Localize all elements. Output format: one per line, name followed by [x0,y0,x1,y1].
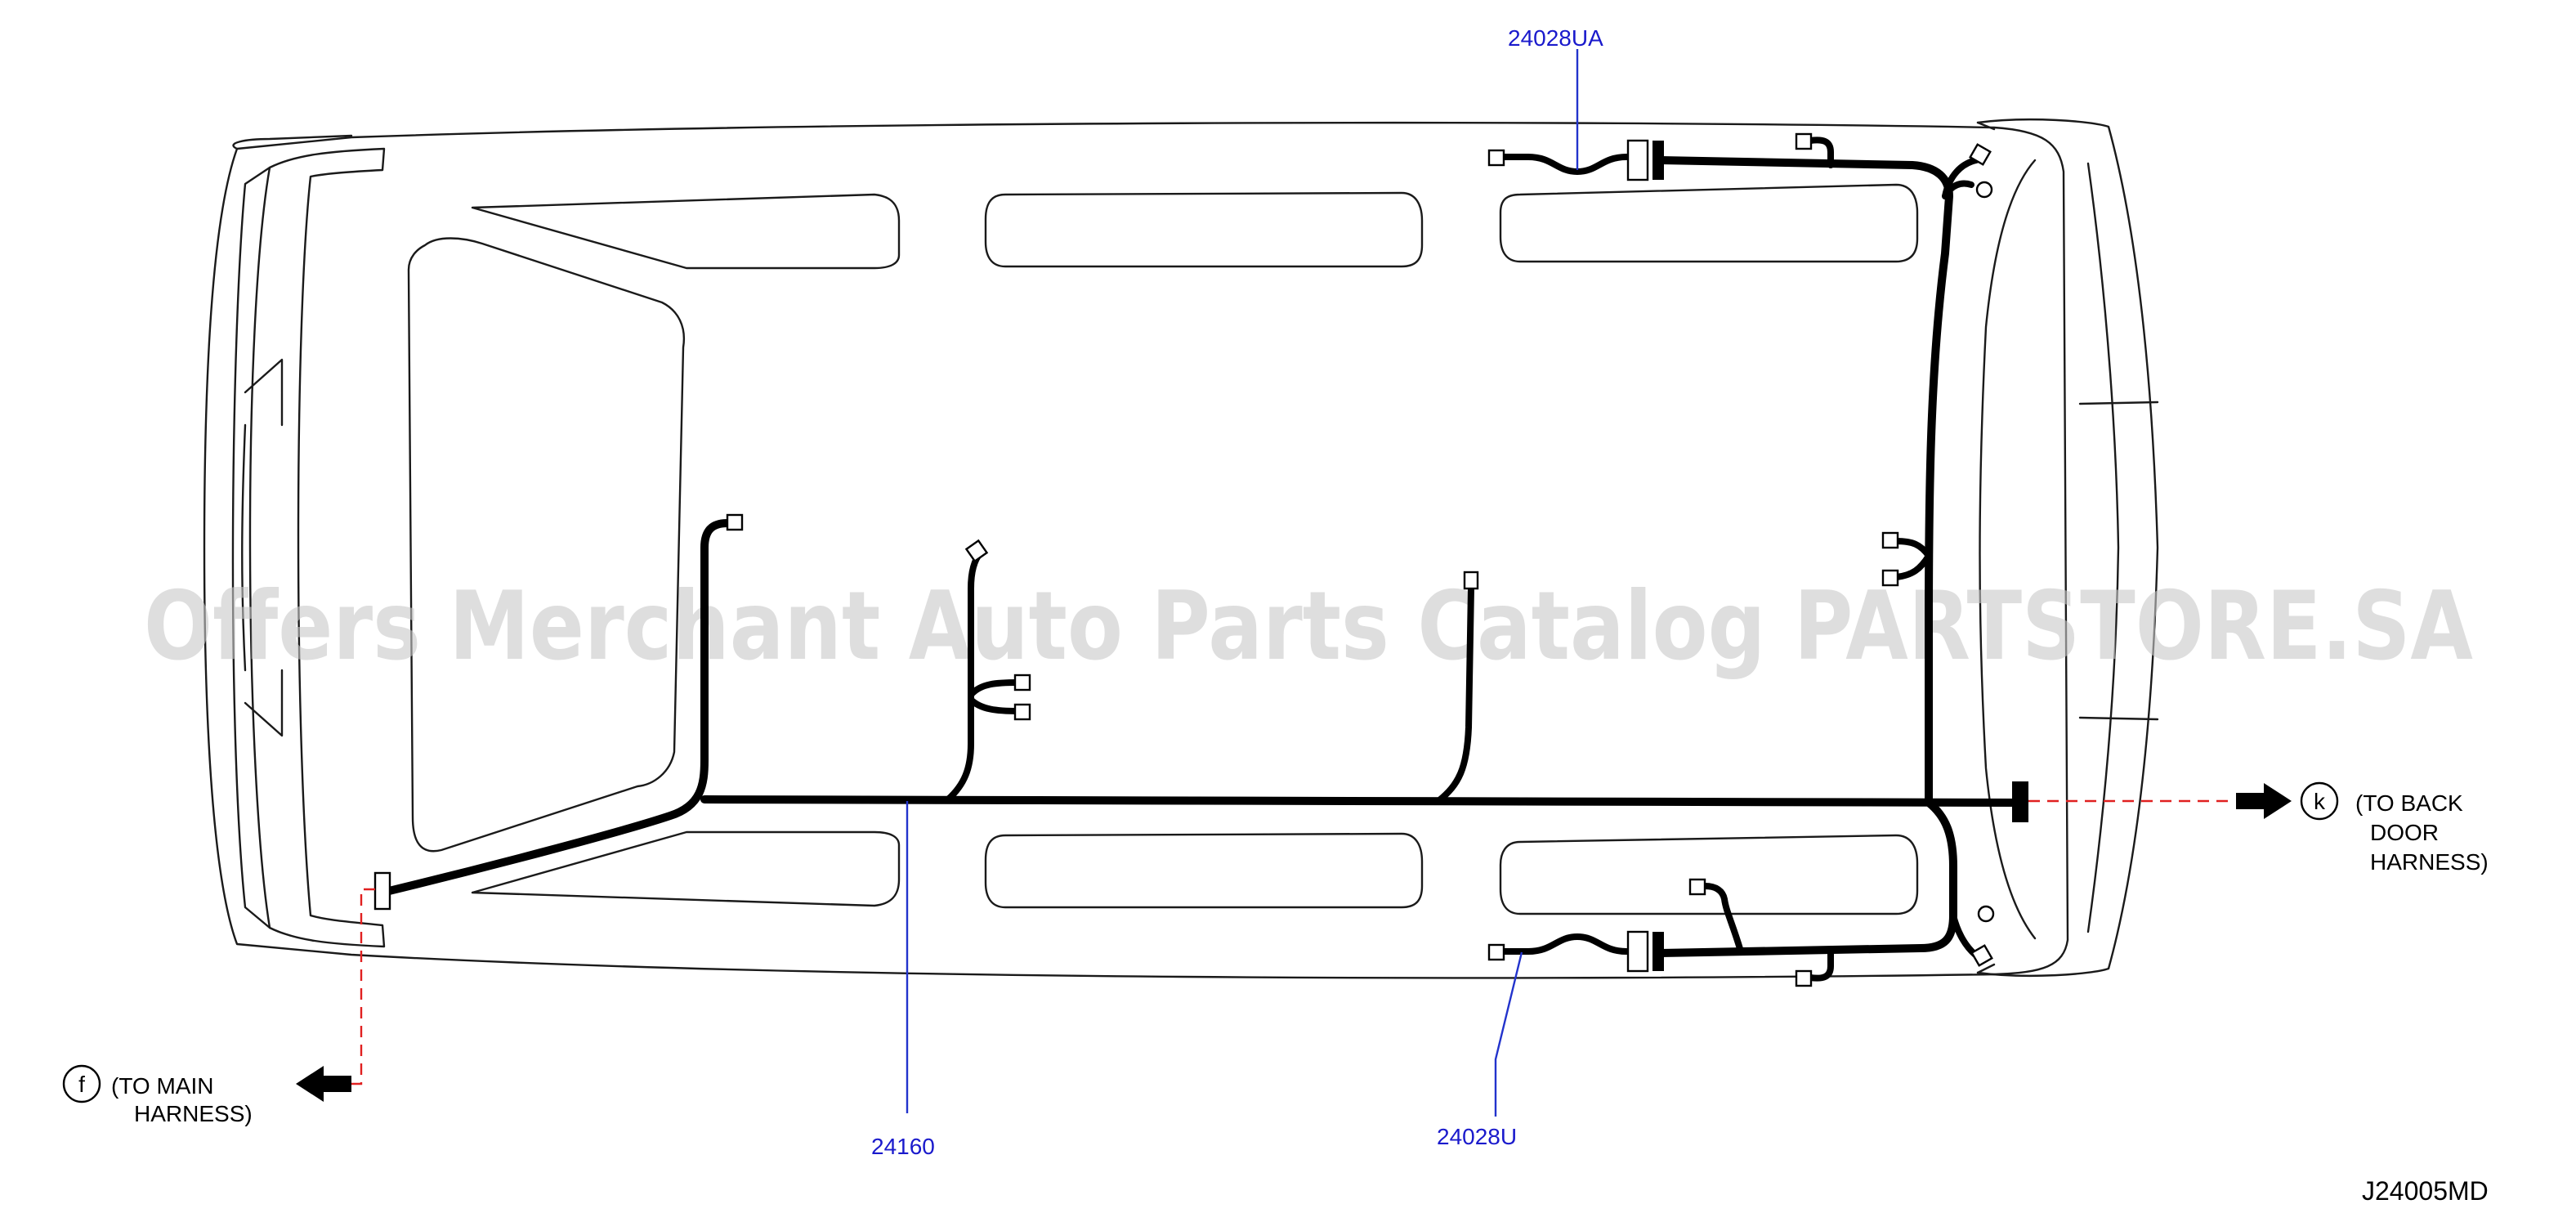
harness-main-trunk [385,519,731,895]
harness-branch-center-left-a [968,679,1022,698]
back-door-note-line2: DOOR [2370,820,2439,845]
harness-upper-run [1655,156,1953,805]
back-door-note-line3: HARNESS) [2370,849,2489,875]
connection-marker-k [2300,781,2339,821]
connector-block [1652,932,1664,971]
harness-lower-run [1655,799,1957,957]
main-harness-note-line1: (TO MAIN [111,1073,213,1099]
harness-24160 [385,519,2024,895]
harness-mid-right-a [1893,538,1932,559]
connector [1013,674,1031,692]
harness-24028ua [1499,137,1979,805]
main-harness-connection: f (TO MAIN HARNESS) [62,888,375,1126]
back-door-note-line1: (TO BACK [2355,790,2463,816]
connector-block [1652,141,1664,180]
connection-marker-k-letter: k [2314,789,2326,814]
connector [1487,943,1505,961]
connector [964,539,989,563]
connector [726,513,744,531]
back-door-connection: k (TO BACK DOOR HARNESS) [2028,781,2489,875]
arrow-right-icon [2236,783,2292,819]
connector [1626,930,1649,973]
arrow-left-icon [296,1066,351,1102]
connector [1626,139,1649,181]
connector-round [1977,905,1995,923]
harness-mid-right-b [1893,553,1932,580]
connector [1463,571,1479,590]
harness-upper-stub [1807,137,1834,168]
connector [1881,569,1899,587]
harness-main-run [700,795,2024,807]
harness-24028u [1499,799,1983,982]
harness-upper-left-pigtail [1499,154,1630,175]
part-number-24160: 24160 [871,1134,935,1159]
connection-marker-f [62,1064,101,1103]
harness-lower-left-pigtail [1499,933,1630,955]
harness-branch-center-left-b [968,696,1022,714]
leader-line-24028u [1494,951,1523,1117]
connector [1969,143,1992,166]
connection-marker-f-letter: f [78,1072,85,1097]
harness-upper-right-b [1942,180,1974,199]
dashed-link-main [343,888,375,1085]
connector [1795,132,1813,150]
connector [1795,969,1813,987]
harness-branch-center [1435,585,1474,804]
connectors [373,132,2028,987]
connector-block [2012,781,2028,822]
leader-lines [906,49,1579,1117]
connector [1487,149,1505,167]
vehicle-body-outline [203,119,2159,979]
main-harness-note-line2: HARNESS) [134,1101,253,1126]
part-number-24028ua: 24028UA [1508,25,1603,51]
connector [1970,944,1993,967]
connector [1013,703,1031,721]
connector [373,871,391,911]
watermark: Offers Merchant Auto Parts Catalog PARTS… [144,571,2473,682]
harness-lower-stub [1807,950,1834,982]
connector-round [1975,181,1993,199]
harness-lower-branch [1702,883,1744,955]
diagram-code: J24005MD [2362,1176,2489,1206]
connector [1688,878,1706,896]
interior-panels [407,183,1919,915]
connector [1881,531,1899,549]
part-number-24028u: 24028U [1437,1124,1517,1149]
